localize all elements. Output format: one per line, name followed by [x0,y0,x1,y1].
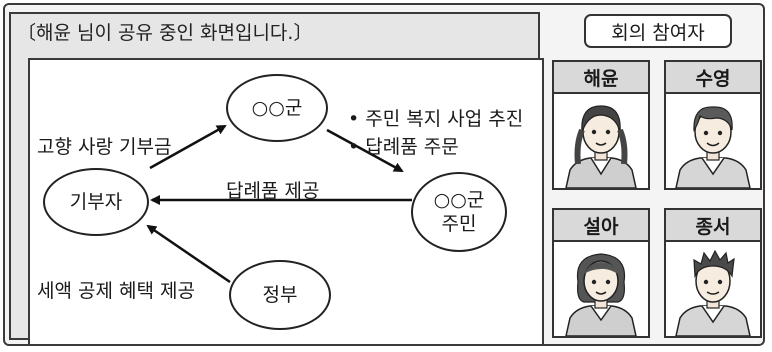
diagram-arrows [146,124,412,284]
label-tax-benefit: 세액 공제 혜택 제공 [37,280,195,302]
node-government: 정부 [229,260,331,330]
shared-screen-panel: 〔해윤 님이 공유 중인 화면입니다.〕 기부자 ○○군 ○○군 주민 [9,12,544,346]
participant-card-haeyun[interactable]: 해윤 [552,60,650,190]
participant-name: 설아 [554,210,648,242]
arrow-donor-to-county [149,124,227,170]
participant-name: 수영 [666,62,760,94]
node-county: ○○군 [226,74,328,142]
node-county-residents: ○○군 주민 [411,172,507,252]
boy-short-hair-avatar-icon [675,106,751,188]
girl-short-hair-avatar-icon [565,253,637,336]
participant-card-seola[interactable]: 설아 [552,208,650,338]
label-county-action-welfare: • 주민 복지 사업 추진 [348,108,524,130]
donation-flow-diagram: 기부자 ○○군 ○○군 주민 정부 고향 사랑 기부금 답례품 제공 세액 공제… [28,58,544,346]
label-hometown-donation: 고향 사랑 기부금 [37,136,172,158]
participant-name: 해윤 [554,62,648,94]
node-donor: 기부자 [43,168,149,236]
participant-card-jongseo[interactable]: 종서 [664,208,762,338]
label-gift-provision: 답례품 제공 [226,180,320,202]
arrow-government-to-donor [146,224,231,284]
boy-spiky-hair-avatar-icon [675,249,751,336]
label-county-action-gift-order: • 답례품 주문 [348,136,459,158]
shared-screen-title: 〔해윤 님이 공유 중인 화면입니다.〕 [17,22,313,44]
girl-braids-avatar-icon [565,105,637,188]
participant-name: 종서 [666,210,760,242]
participants-title: 회의 참여자 [584,14,732,48]
arrow-county-to-residents [326,128,404,173]
participant-card-suyeong[interactable]: 수영 [664,60,762,190]
